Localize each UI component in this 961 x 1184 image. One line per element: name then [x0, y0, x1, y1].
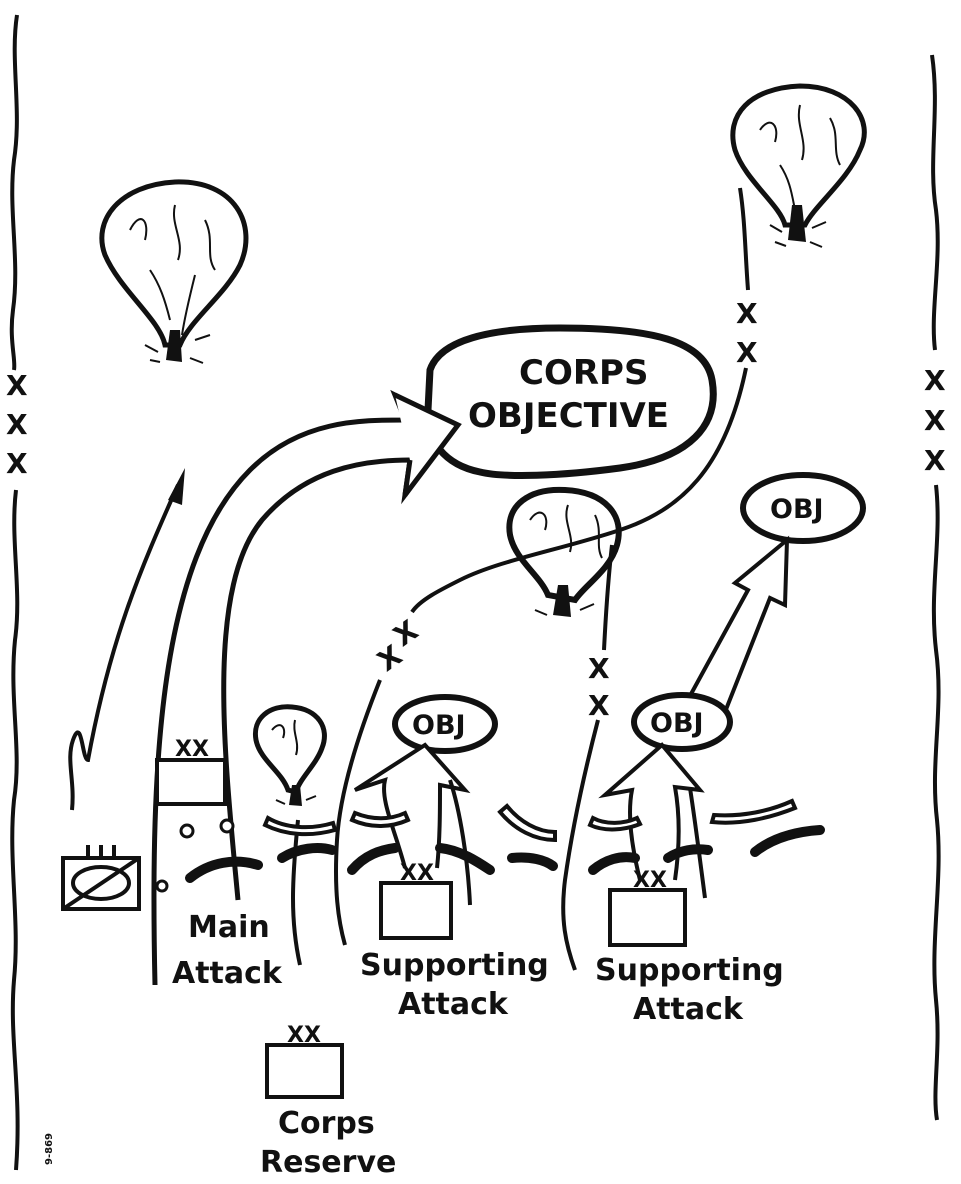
svg-text:Attack: Attack: [172, 956, 283, 991]
division-unit-main: XX: [155, 737, 227, 806]
svg-text:X: X: [736, 297, 758, 330]
division-boundary: [291, 187, 750, 971]
corps-boundary-right-marks: X X X: [924, 364, 946, 477]
svg-text:X: X: [6, 369, 28, 402]
corps-objective-label-1: CORPS: [519, 353, 648, 393]
svg-text:Supporting: Supporting: [595, 953, 784, 988]
svg-text:X: X: [6, 447, 28, 480]
svg-text:X: X: [6, 408, 28, 441]
svg-text:Attack: Attack: [398, 987, 509, 1022]
svg-text:Main: Main: [188, 910, 270, 945]
corps-objective-label-2: OBJECTIVE: [468, 396, 669, 436]
svg-text:OBJ: OBJ: [650, 708, 704, 739]
artist-mark: 9-869: [44, 1133, 55, 1165]
svg-text:X: X: [588, 689, 610, 722]
label-corps-reserve: Corps Reserve: [260, 1106, 396, 1180]
nuclear-burst-icon: [730, 83, 867, 248]
division-unit-supporting-1: XX: [379, 861, 453, 940]
svg-text:X: X: [924, 404, 946, 437]
svg-text:Supporting: Supporting: [360, 948, 549, 983]
division-unit-supporting-2: XX: [608, 868, 687, 947]
phase-arcs: [262, 798, 798, 843]
objective-right: OBJ: [740, 472, 866, 544]
corps-boundary-left-marks: X X X: [6, 369, 28, 480]
label-supporting-attack-2: Supporting Attack: [595, 953, 784, 1027]
svg-text:Attack: Attack: [633, 992, 744, 1027]
nuclear-burst-icon: [99, 179, 249, 364]
corps-boundary-left: [9, 14, 20, 1171]
label-supporting-attack-1: Supporting Attack: [360, 948, 549, 1022]
svg-text:Corps: Corps: [278, 1106, 375, 1141]
armor-unit-icon: [61, 845, 141, 911]
front-line: [185, 825, 825, 883]
division-unit-reserve: XX: [265, 1023, 344, 1099]
nuclear-burst-icon: [252, 704, 327, 806]
svg-text:X: X: [924, 364, 946, 397]
supporting-attack-arrow: [681, 535, 790, 715]
svg-text:XX: XX: [175, 737, 209, 762]
objective-center: OBJ: [392, 694, 498, 754]
objective-right-lower: OBJ: [631, 692, 733, 752]
corps-boundary-right: [930, 54, 941, 1121]
svg-text:Reserve: Reserve: [260, 1145, 396, 1179]
svg-text:OBJ: OBJ: [412, 710, 466, 741]
svg-text:OBJ: OBJ: [770, 494, 824, 525]
svg-text:XX: XX: [633, 868, 667, 893]
small-markers: [155, 818, 235, 893]
svg-text:X: X: [588, 652, 610, 685]
supporting-attack-arrow: [598, 742, 707, 899]
corps-objective: CORPS OBJECTIVE: [424, 324, 717, 479]
svg-text:X: X: [924, 444, 946, 477]
supporting-attack-arrow: [353, 742, 471, 869]
svg-text:XX: XX: [400, 861, 434, 886]
nuclear-burst-icon: [506, 486, 622, 617]
label-main-attack: Main Attack: [172, 910, 283, 991]
main-attack-arrow: [151, 389, 462, 986]
attack-lines: [448, 779, 472, 906]
svg-text:XX: XX: [287, 1023, 321, 1048]
division-boundary-marks: X X X X X X: [371, 297, 758, 722]
thin-arrow: [68, 468, 185, 811]
svg-text:X: X: [736, 336, 758, 369]
